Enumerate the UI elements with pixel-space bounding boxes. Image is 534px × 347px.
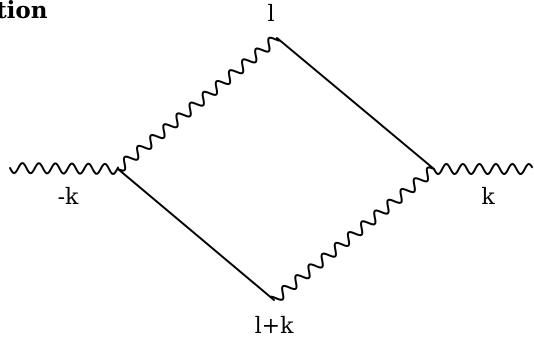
momentum-label-left: -k bbox=[58, 185, 79, 210]
momentum-label-bottom: l+k bbox=[255, 314, 294, 339]
propagator-upper-right bbox=[276, 37, 435, 170]
internal-photon-upper-left bbox=[117, 36, 281, 172]
external-photon-left bbox=[9, 162, 120, 175]
page-title: tion bbox=[0, 0, 48, 24]
internal-photon-lower-right bbox=[270, 166, 435, 301]
external-photon-right bbox=[433, 163, 533, 175]
propagator-lower-left bbox=[117, 168, 275, 301]
momentum-label-top: l bbox=[267, 2, 274, 27]
momentum-label-right: k bbox=[481, 185, 495, 210]
